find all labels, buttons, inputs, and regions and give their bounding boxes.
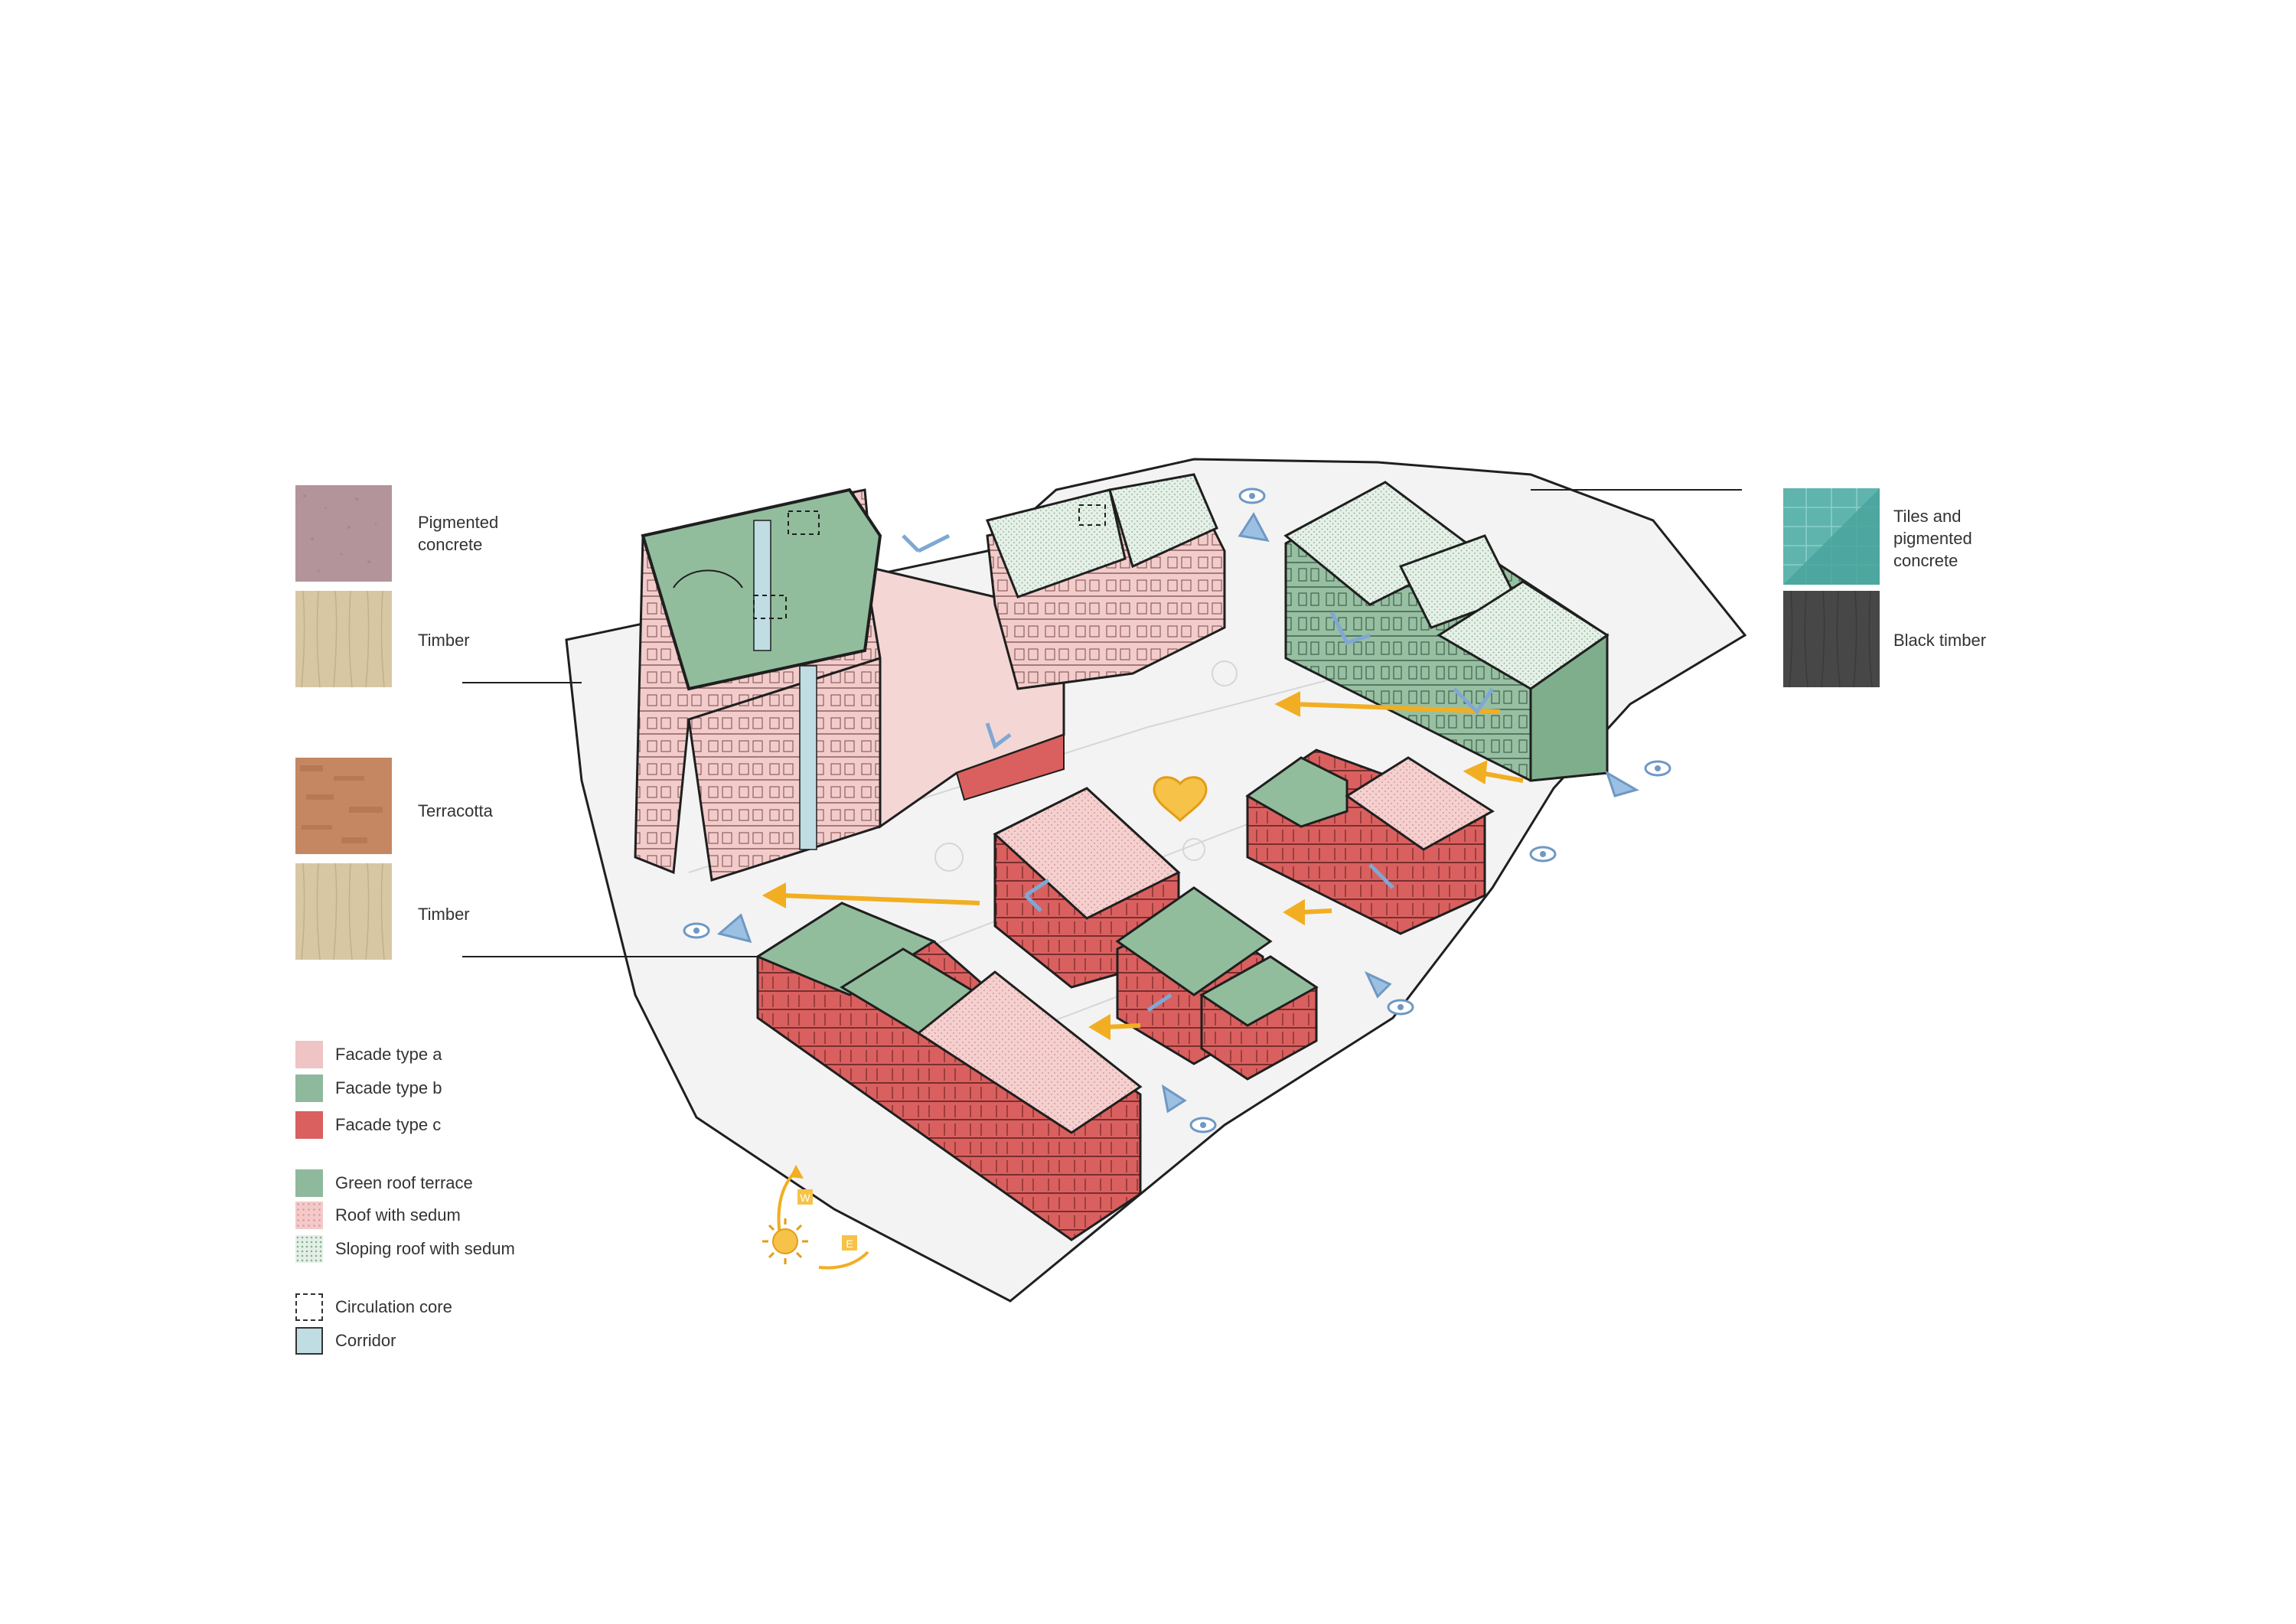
eye-icon [1644, 760, 1671, 777]
material-label-timber-1: Timber [418, 631, 470, 650]
legend-swatch [295, 1202, 323, 1229]
eye-icons [683, 488, 1671, 1133]
view-direction-icon [1605, 770, 1639, 797]
sloping-sedum-roof [985, 488, 1127, 598]
sun-icon [762, 1218, 808, 1264]
legend-corridor: Corridor [295, 1327, 396, 1355]
wood-texture-icon [295, 863, 392, 960]
legend-swatch [295, 1041, 323, 1068]
view-direction-icon [1238, 512, 1270, 542]
legend-label: Facade type b [335, 1078, 442, 1097]
building-facade-c-front [755, 902, 1143, 1241]
leader-lines [462, 489, 1742, 957]
sedum-roof [993, 787, 1181, 920]
material-label-terracotta: Terracotta [418, 801, 493, 820]
circulation-arrows [902, 533, 1495, 1013]
eye-icon [683, 922, 710, 939]
legend-swatch [295, 1075, 323, 1102]
material-label-timber-2: Timber [418, 905, 470, 924]
legend-facade-b: Facade type b [295, 1075, 442, 1102]
building-sloping-roof-facade-a [985, 473, 1226, 690]
building-tall-facade-a [634, 488, 1065, 882]
building-facade-b [1283, 481, 1609, 782]
material-swatch-pigmented-concrete [295, 485, 392, 582]
legend-label: Sloping roof with sedum [335, 1239, 515, 1258]
material-swatch-timber-2 [295, 863, 392, 960]
green-roof [1199, 955, 1319, 1027]
circulation-core [1078, 504, 1106, 526]
material-swatch-terracotta [295, 758, 392, 854]
building-facade-c-right [1245, 748, 1495, 935]
corridor [799, 665, 817, 850]
material-label-tiles-concrete: Tiles and pigmented concrete [1893, 507, 1972, 570]
tiles-texture-icon [1783, 488, 1880, 585]
material-swatch-tiles-concrete [1783, 488, 1880, 585]
sedum-roof [916, 970, 1143, 1134]
legend-circulation-core: Circulation core [295, 1293, 452, 1321]
legend-sloping-roof-sedum: Sloping roof with sedum [295, 1235, 515, 1263]
legend-swatch [295, 1293, 323, 1321]
green-roof [755, 902, 937, 996]
compass-east-label: E [846, 1238, 853, 1250]
legend-swatch [295, 1111, 323, 1139]
concrete-texture-icon [295, 485, 392, 582]
sloping-sedum-roof [1437, 580, 1609, 690]
circulation-core [788, 510, 820, 535]
sedum-roof [1345, 756, 1495, 851]
eye-icon [1189, 1117, 1217, 1133]
legend-swatch [295, 1235, 323, 1263]
view-direction-icon [1161, 1084, 1187, 1114]
legend-swatch [295, 1327, 323, 1355]
circulation-core [753, 595, 787, 619]
sloping-sedum-roof [1108, 473, 1218, 569]
compass-west-label: W [800, 1192, 810, 1204]
legend-green-roof-terrace: Green roof terrace [295, 1169, 473, 1197]
legend-label: Roof with sedum [335, 1205, 461, 1225]
legend-facade-c: Facade type c [295, 1111, 441, 1139]
eye-icon [1529, 846, 1557, 863]
view-direction-icon [716, 913, 752, 944]
legend-label: Circulation core [335, 1297, 452, 1316]
legend-roof-sedum: Roof with sedum [295, 1202, 461, 1229]
material-label-black-timber: Black timber [1893, 631, 1987, 650]
legend-label: Green roof terrace [335, 1173, 473, 1192]
legend-label: Corridor [335, 1331, 396, 1350]
eye-icon [1387, 999, 1414, 1016]
view-markers [716, 512, 1639, 1114]
green-roof [1115, 886, 1273, 996]
eye-icon [1238, 488, 1266, 504]
wood-texture-icon [1783, 591, 1880, 687]
legend-swatch [295, 1169, 323, 1197]
flow-arrows [762, 691, 1524, 1041]
legend-label: Facade type c [335, 1115, 442, 1134]
wood-texture-icon [295, 591, 392, 687]
material-label-pigmented-concrete: Pigmented concrete [418, 513, 499, 554]
material-swatch-black-timber [1783, 591, 1880, 687]
heart-icon [1153, 776, 1208, 823]
compass: W E [762, 1165, 869, 1270]
terracotta-texture-icon [295, 758, 392, 854]
legend-facade-a: Facade type a [295, 1041, 442, 1068]
legend-label: Facade type a [335, 1045, 442, 1064]
view-direction-icon [1364, 970, 1392, 999]
building-facade-c-centre [993, 787, 1319, 1081]
material-swatch-timber-1 [295, 591, 392, 687]
